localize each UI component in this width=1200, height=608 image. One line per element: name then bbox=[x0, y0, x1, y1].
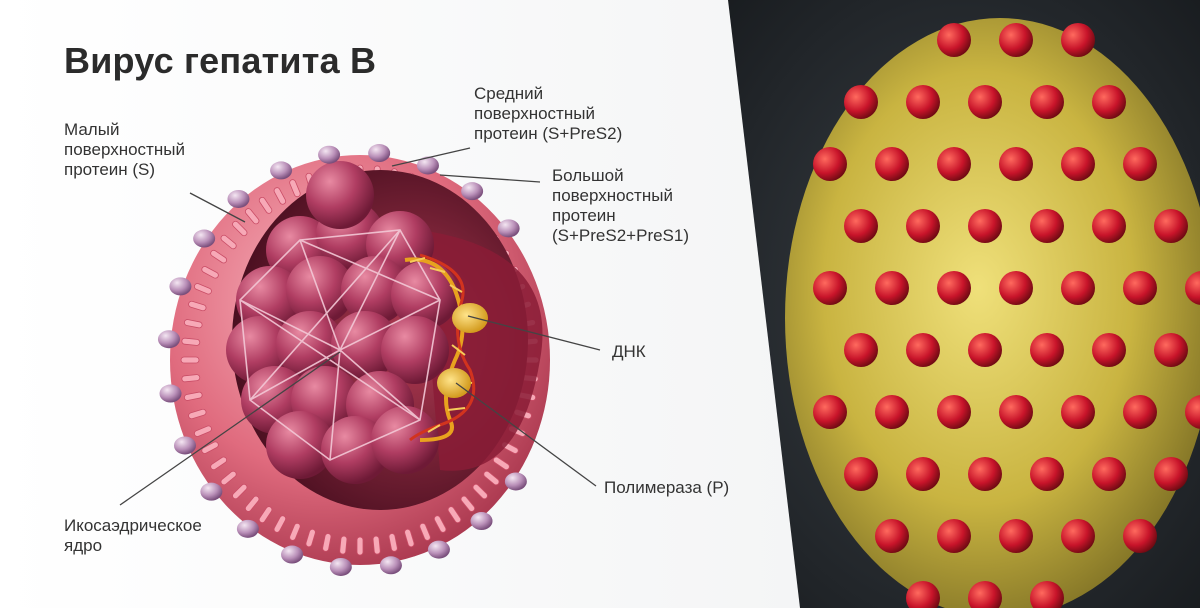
membrane-segment bbox=[182, 374, 201, 382]
surface-knob bbox=[174, 436, 196, 454]
label-line: протеин (S) bbox=[64, 160, 185, 180]
surface-knob bbox=[368, 144, 390, 162]
label-line: ядро bbox=[64, 536, 202, 556]
surface-knob bbox=[330, 558, 352, 576]
surface-knob bbox=[380, 556, 402, 574]
polymerase-blob bbox=[452, 303, 488, 333]
surface-knob bbox=[237, 520, 259, 538]
surface-knob bbox=[169, 277, 191, 295]
surface-knob bbox=[461, 182, 483, 200]
membrane-segment bbox=[181, 357, 199, 363]
surface-knob bbox=[193, 230, 215, 248]
label-core: Икосаэдрическое ядро bbox=[64, 516, 202, 556]
label-line: Средний bbox=[474, 84, 622, 104]
label-line: ДНК bbox=[612, 342, 646, 362]
label-line: Полимераза (Р) bbox=[604, 478, 729, 498]
label-line: Малый bbox=[64, 120, 185, 140]
label-large-protein: Большой поверхностный протеин (S+PreS2+P… bbox=[552, 166, 689, 246]
surface-knob bbox=[200, 483, 222, 501]
membrane-segment bbox=[357, 537, 363, 555]
capsid-subunit bbox=[306, 161, 374, 229]
surface-knob bbox=[158, 330, 180, 348]
surface-knob bbox=[428, 541, 450, 559]
label-small-protein: Малый поверхностный протеин (S) bbox=[64, 120, 185, 180]
surface-knob bbox=[227, 190, 249, 208]
label-line: поверхностный bbox=[474, 104, 622, 124]
surface-knob bbox=[270, 161, 292, 179]
label-line: поверхностный bbox=[552, 186, 689, 206]
surface-knob bbox=[160, 385, 182, 403]
label-line: Большой bbox=[552, 166, 689, 186]
label-line: протеин bbox=[552, 206, 689, 226]
surface-knob bbox=[471, 512, 493, 530]
surface-knob bbox=[498, 219, 520, 237]
membrane-segment bbox=[339, 536, 347, 555]
polymerase-blob-2 bbox=[437, 368, 471, 398]
membrane-segment bbox=[182, 338, 201, 346]
surface-knob bbox=[505, 472, 527, 490]
surface-knob bbox=[318, 146, 340, 164]
label-middle-protein: Средний поверхностный протеин (S+PreS2) bbox=[474, 84, 622, 144]
label-polymerase: Полимераза (Р) bbox=[604, 478, 729, 498]
diagram-title: Вирус гепатита В bbox=[64, 40, 376, 82]
membrane-segment bbox=[373, 536, 381, 555]
label-line: (S+PreS2+PreS1) bbox=[552, 226, 689, 246]
label-line: поверхностный bbox=[64, 140, 185, 160]
label-dna: ДНК bbox=[612, 342, 646, 362]
surface-knob bbox=[281, 546, 303, 564]
label-line: протеин (S+PreS2) bbox=[474, 124, 622, 144]
label-line: Икосаэдрическое bbox=[64, 516, 202, 536]
